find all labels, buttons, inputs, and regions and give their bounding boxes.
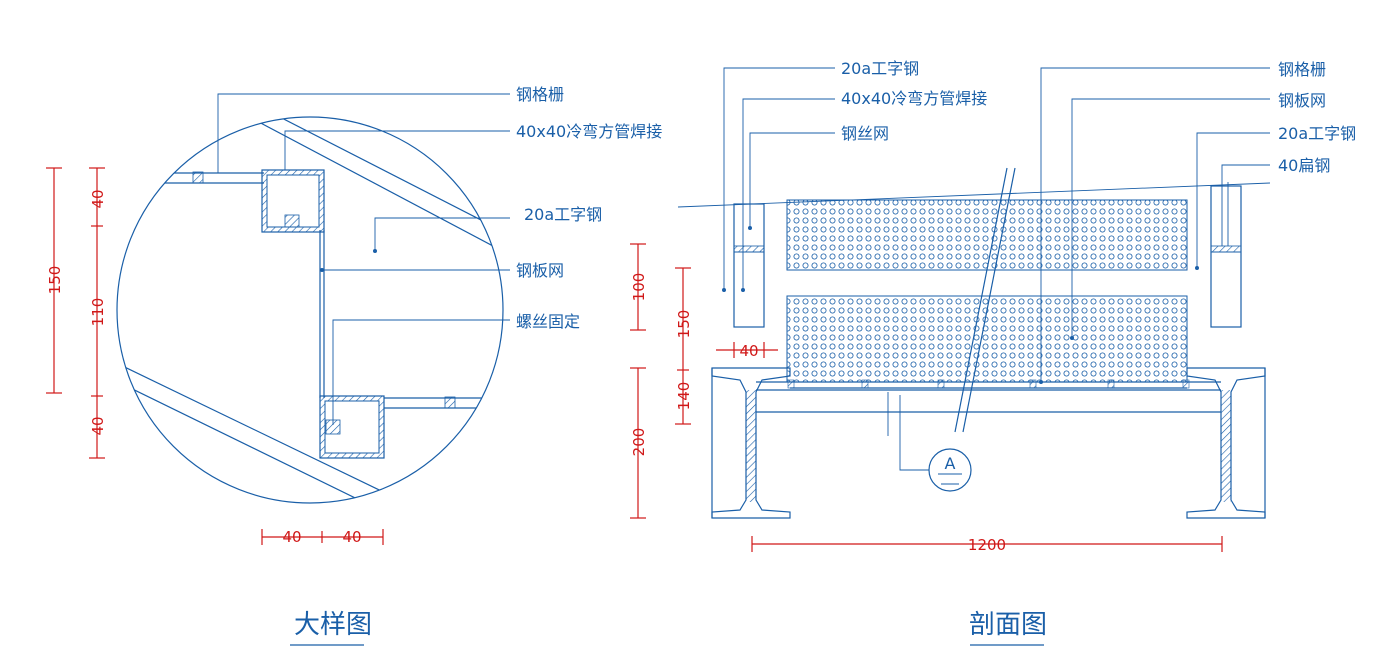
section-vertical-dims [630, 243, 691, 519]
ibeam-left [711, 367, 791, 519]
dim-detail-40-top: 40 [89, 189, 107, 208]
dim-section-100: 100 [630, 273, 648, 302]
dim-detail-40-right: 40 [342, 528, 361, 546]
section-view: A 20a工字钢 40x40冷弯方管焊接 钢丝网 钢格栅 钢板网 20a工字钢 … [630, 59, 1356, 646]
section-marker [928, 448, 972, 492]
label-grating-section: 钢格栅 [1278, 60, 1326, 79]
section-marker-label: A [945, 454, 956, 473]
section-title: 剖面图 [969, 610, 1047, 640]
section-horizontal-dims [716, 342, 1223, 552]
dim-section-200: 200 [630, 428, 648, 457]
detail-vertical-dims [46, 167, 105, 459]
detail-title: 大样图 [294, 610, 372, 640]
tube-bottom [319, 395, 385, 459]
detail-circle [116, 116, 504, 504]
label-grating: 钢格栅 [516, 85, 564, 104]
label-ibeam: 20a工字钢 [524, 205, 602, 224]
label-plate-section: 钢板网 [1278, 91, 1326, 110]
dim-detail-40-bottom: 40 [89, 416, 107, 435]
dim-section-140: 140 [675, 382, 693, 411]
right-post [1210, 185, 1242, 328]
detail-view: 钢格栅 40x40冷弯方管焊接 20a工字钢 钢板网 螺丝固定 150 40 1… [46, 85, 662, 646]
label-flat-steel: 40扁钢 [1278, 156, 1330, 175]
label-ibeam-right: 20a工字钢 [1278, 124, 1356, 143]
label-screw: 螺丝固定 [516, 312, 580, 331]
dim-section-150: 150 [675, 310, 693, 339]
tube-top [261, 169, 325, 233]
label-wire-mesh: 钢丝网 [841, 124, 889, 143]
dim-detail-110: 110 [89, 298, 107, 327]
mesh-panel-top [786, 199, 1188, 271]
detail-horizontal-dims [261, 529, 384, 545]
dim-detail-40-left: 40 [282, 528, 301, 546]
dim-section-1200: 1200 [968, 536, 1006, 554]
left-post [733, 203, 765, 328]
dim-section-40: 40 [739, 342, 758, 360]
label-tube-section: 40x40冷弯方管焊接 [841, 89, 987, 108]
label-tube: 40x40冷弯方管焊接 [516, 122, 662, 141]
label-ibeam-left: 20a工字钢 [841, 59, 919, 78]
dim-detail-150: 150 [46, 266, 64, 295]
label-plate: 钢板网 [516, 261, 564, 280]
